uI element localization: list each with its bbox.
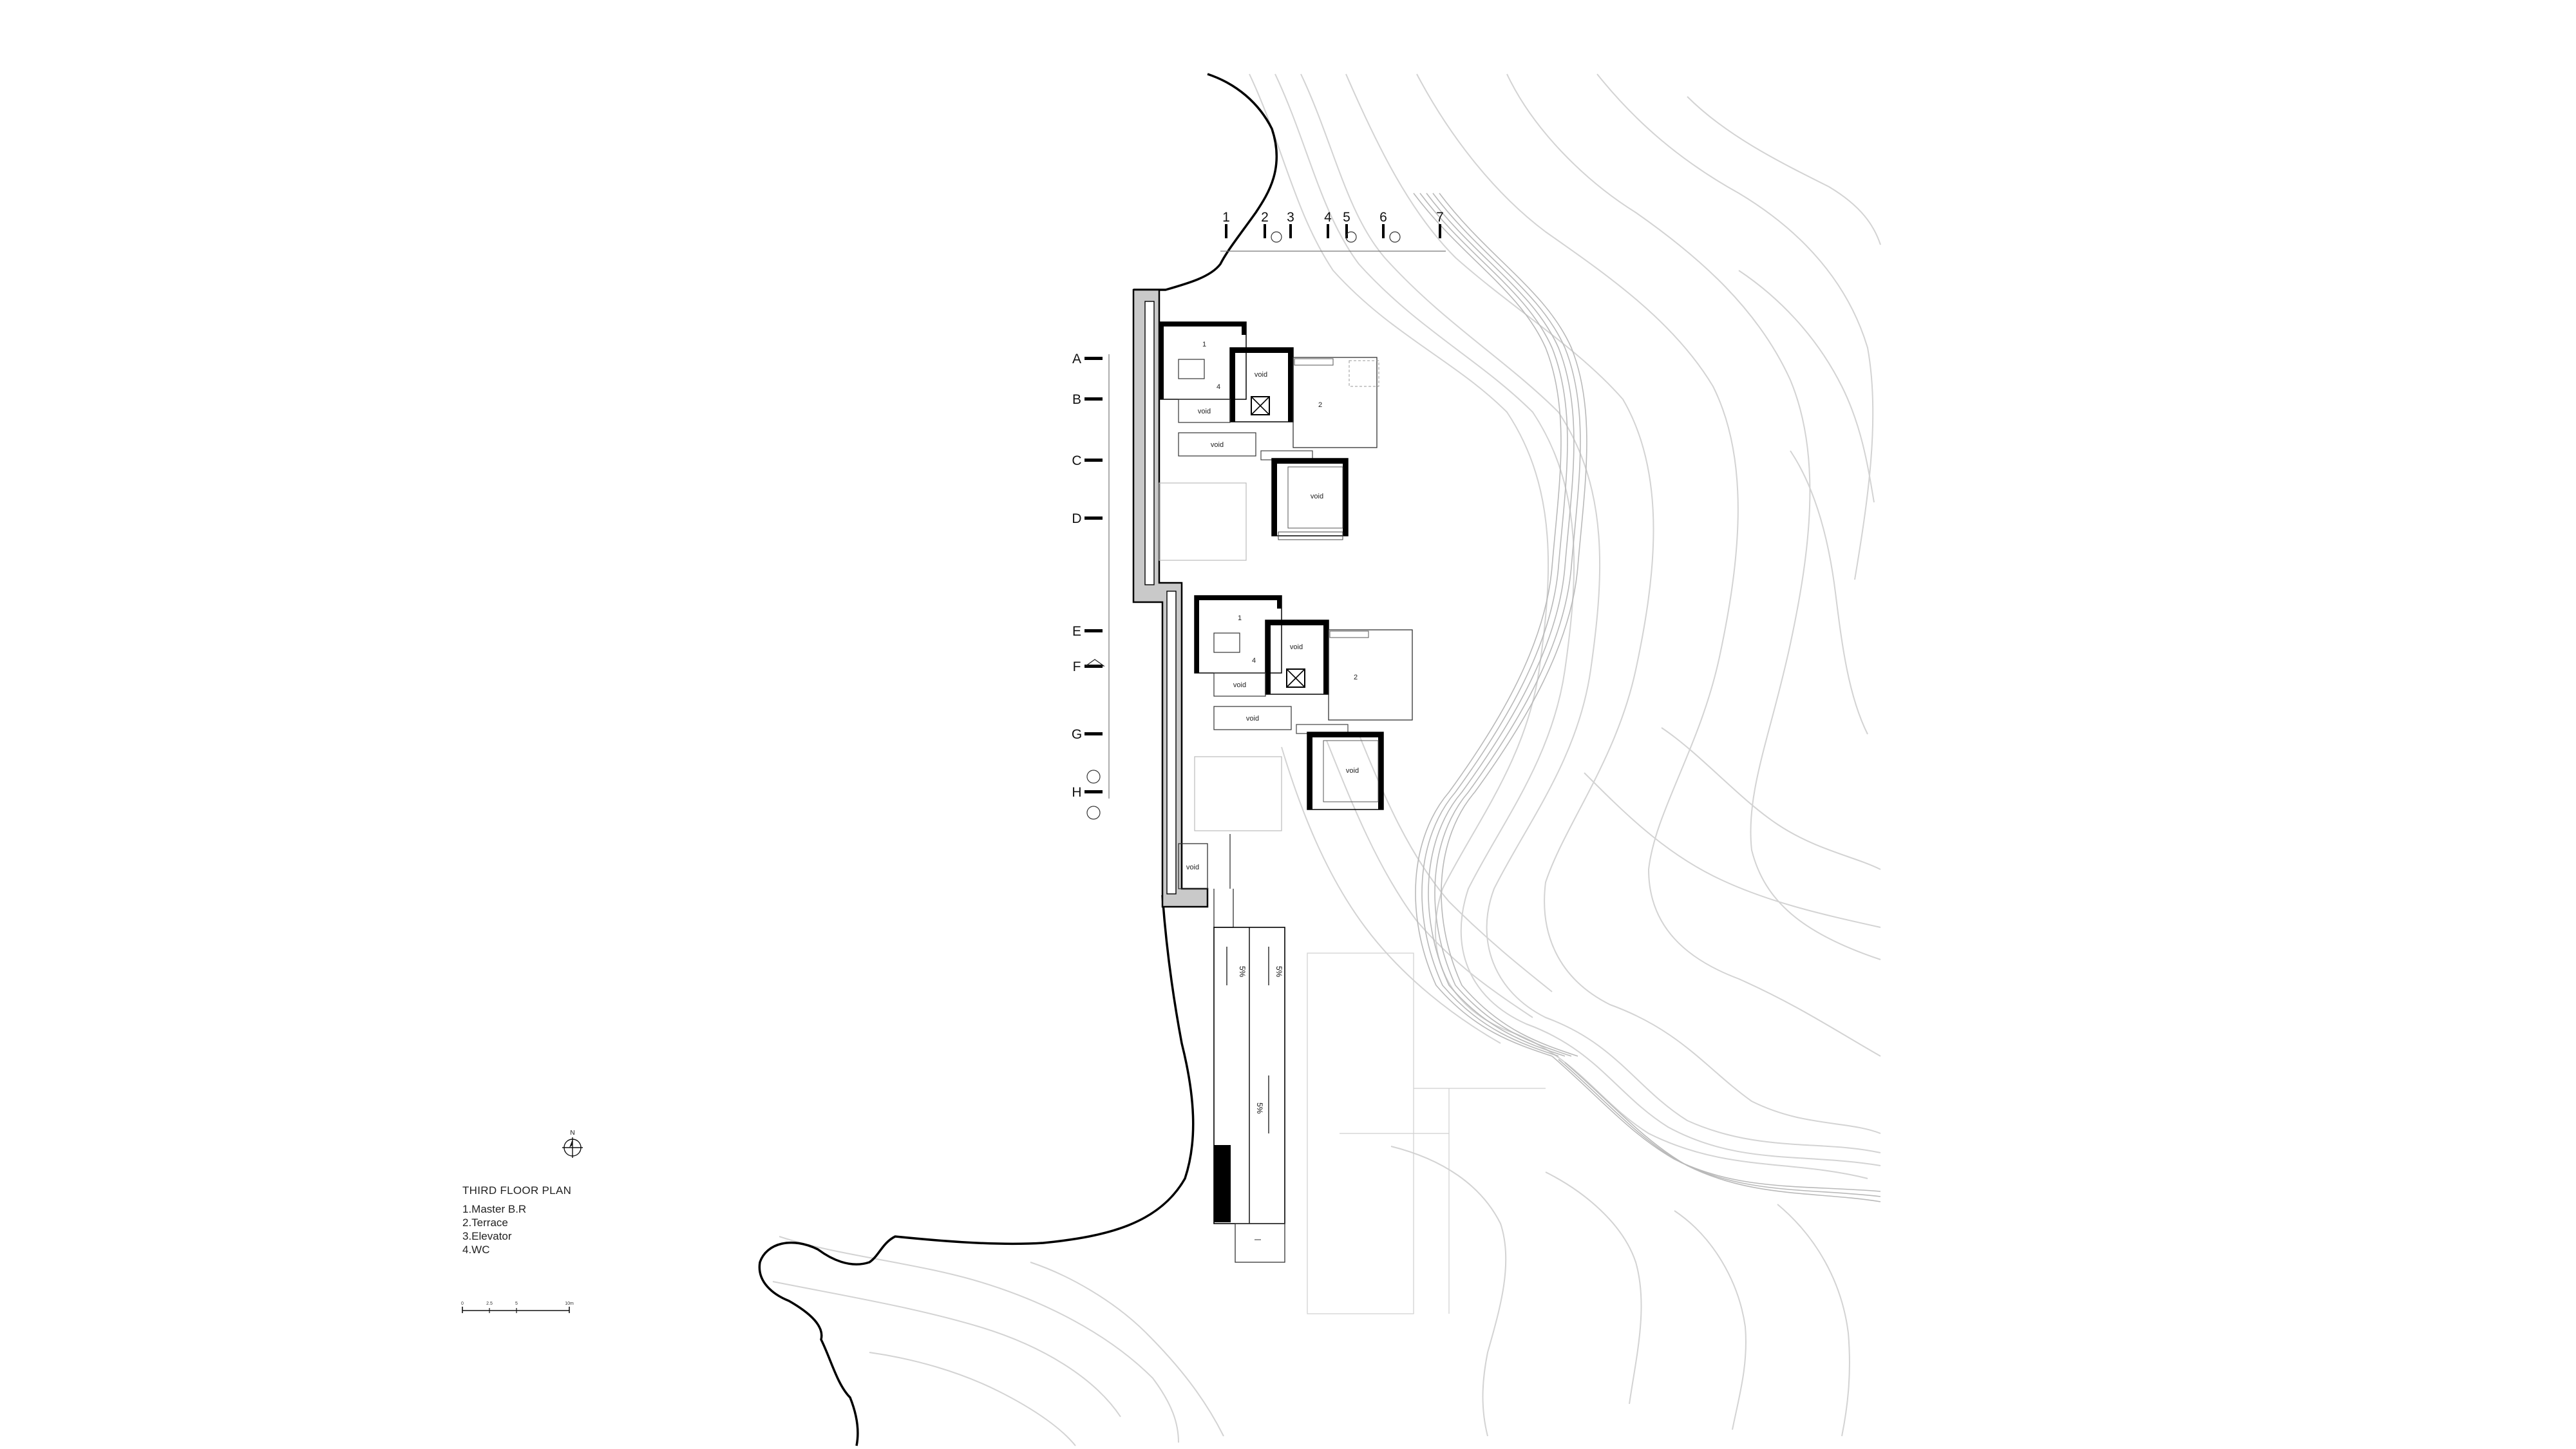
- grid-row-label: D: [1072, 511, 1081, 526]
- ramp-solid-block: [1214, 1145, 1231, 1222]
- grid-column-label: 1: [1222, 210, 1230, 225]
- lower-unit: 1 4 void void void 2 void: [1194, 595, 1413, 831]
- north-label: N: [570, 1130, 574, 1137]
- ramp-structure: 5% 5% 5%: [1213, 889, 1285, 1263]
- grid-rows: A B C D E F G H: [1072, 352, 1110, 820]
- scale-tick-label: 5: [515, 1302, 518, 1306]
- base-void: void: [1178, 834, 1231, 889]
- coastline: [758, 73, 1278, 1446]
- legend-list: 1.Master B.R 2.Terrace 3.Elevator 4.WC: [462, 1202, 571, 1256]
- grid-row-F: F: [1073, 659, 1105, 674]
- scale-tick-label: 2.5: [486, 1302, 493, 1306]
- room-label: void: [1311, 493, 1323, 500]
- room-label: void: [1186, 864, 1199, 871]
- grid-column-2: 2: [1261, 210, 1282, 243]
- section-marker-icon: [1086, 770, 1101, 784]
- grid-columns: 1 2 3 4 5 6 7: [1220, 210, 1446, 252]
- legend-item: 1.Master B.R: [462, 1203, 527, 1215]
- grid-column-label: 3: [1287, 210, 1294, 225]
- upper-unit: 1 4 void void void 2 void: [1159, 321, 1379, 561]
- room-label: 1: [1238, 614, 1242, 622]
- grid-row-E: E: [1072, 624, 1103, 639]
- cliff-band: [1413, 193, 1881, 1202]
- elevator-icon: [1251, 396, 1270, 415]
- grid-row-label: G: [1072, 727, 1082, 742]
- elevator-icon: [1286, 668, 1305, 688]
- room-label: void: [1211, 441, 1224, 449]
- grid-column-label: 5: [1343, 210, 1350, 225]
- terrain-contours: [772, 73, 1881, 1446]
- north-arrow-icon: N: [562, 1130, 583, 1158]
- scale-tick-label: 10m: [565, 1302, 574, 1306]
- room-label: void: [1246, 715, 1259, 723]
- grid-column-6: 6: [1379, 210, 1401, 243]
- grid-row-label: A: [1072, 352, 1081, 366]
- grid-column-5: 5: [1343, 210, 1357, 243]
- grid-row-H: H: [1072, 785, 1103, 800]
- ramp-slope-label: 5%: [1255, 1103, 1264, 1114]
- grid-row-G: G: [1072, 727, 1103, 742]
- grid-row-label: E: [1072, 624, 1081, 639]
- room-label: void: [1233, 681, 1246, 689]
- grid-row-label: B: [1072, 392, 1081, 407]
- room-label: void: [1346, 767, 1359, 775]
- grid-row-label: H: [1072, 785, 1081, 800]
- legend-item: 2.Terrace: [462, 1217, 508, 1229]
- room-label: void: [1255, 371, 1267, 379]
- legend-item: 4.WC: [462, 1244, 490, 1256]
- ramp-slope-label: 5%: [1238, 966, 1247, 978]
- room-label: void: [1198, 408, 1211, 415]
- grid-column-label: 4: [1324, 210, 1332, 225]
- scale-tick-label: 0: [461, 1302, 464, 1306]
- room-label: 4: [1252, 657, 1256, 665]
- section-marker-icon: [1086, 806, 1101, 820]
- plan-title: THIRD FLOOR PLAN: [462, 1184, 572, 1197]
- scale-bar: 0 2.5 5 10m: [461, 1302, 574, 1313]
- grid-row-B: B: [1072, 392, 1103, 407]
- grid-row-label: C: [1072, 453, 1081, 468]
- grid-column-7: 7: [1436, 210, 1444, 238]
- grid-column-1: 1: [1222, 210, 1230, 238]
- room-label: 1: [1202, 341, 1206, 348]
- room-label: 2: [1318, 401, 1322, 409]
- grid-column-label: 7: [1436, 210, 1444, 225]
- grid-row-D: D: [1072, 511, 1103, 526]
- grid-row-label: F: [1073, 659, 1081, 674]
- room-label: void: [1290, 643, 1303, 651]
- plan-legend: THIRD FLOOR PLAN 1.Master B.R 2.Terrace …: [462, 1184, 571, 1256]
- room-label: 2: [1354, 674, 1358, 681]
- room-label: 4: [1217, 383, 1220, 391]
- grid-column-label: 6: [1379, 210, 1387, 225]
- legend-item: 3.Elevator: [462, 1230, 512, 1242]
- grid-column-3: 3: [1287, 210, 1294, 238]
- ramp-slope-label: 5%: [1274, 966, 1283, 978]
- grid-column-4: 4: [1324, 210, 1332, 238]
- grid-row-A: A: [1072, 352, 1103, 366]
- grid-column-label: 2: [1261, 210, 1269, 225]
- grid-row-C: C: [1072, 453, 1103, 468]
- site-outline: [1307, 952, 1546, 1314]
